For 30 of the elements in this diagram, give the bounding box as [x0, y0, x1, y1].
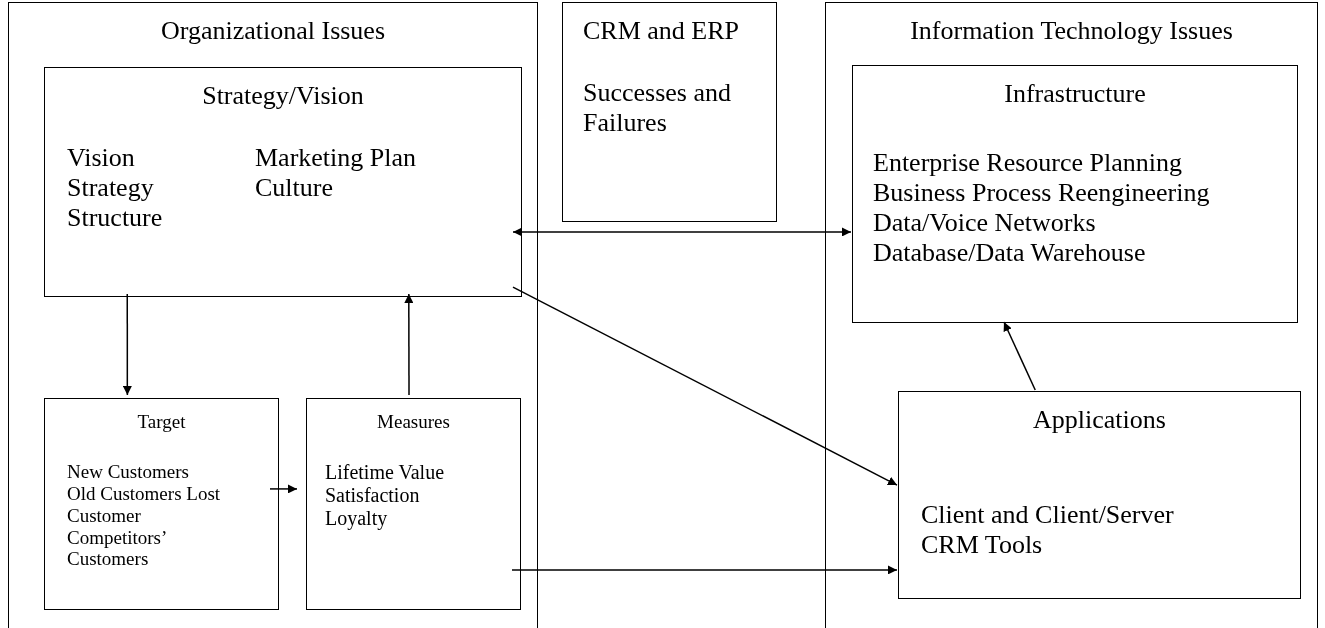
panel-heading: Organizational Issues: [160, 15, 386, 47]
process-box: [852, 65, 1298, 323]
arrow: [1003, 321, 1036, 391]
item-list: Marketing Plan Culture: [255, 143, 455, 203]
panel-frame: [825, 2, 1318, 628]
box-heading: CRM and ERP: [583, 15, 740, 47]
panel-heading: Information Technology Issues: [910, 15, 1233, 47]
item-list: Successes and Failures: [583, 78, 763, 138]
arrow: [404, 293, 414, 396]
arrow: [512, 286, 898, 486]
arrow: [512, 227, 852, 237]
box-heading: Target: [137, 411, 186, 434]
process-box: [898, 391, 1301, 599]
process-box: [306, 398, 521, 610]
process-box: [562, 2, 777, 222]
arrow: [122, 293, 132, 396]
process-box: [44, 398, 279, 610]
arrow: [269, 484, 298, 494]
item-list: New Customers Old Customers Lost Customer Competitors’ Customers: [67, 461, 222, 571]
item-list: Lifetime Value Satisfaction Loyalty: [325, 461, 463, 530]
item-list: Client and Client/Server CRM Tools: [921, 500, 1216, 560]
item-list: Enterprise Resource Planning Business Process Reengineering Data/Voice Networks Database/Data Warehouse: [873, 148, 1223, 268]
box-heading: Measures: [377, 411, 450, 434]
box-heading: Applications: [1033, 404, 1166, 436]
panel-frame: [8, 2, 538, 628]
box-heading: Infrastructure: [1004, 78, 1146, 110]
arrow: [511, 565, 898, 575]
item-list: Vision Strategy Structure: [67, 143, 217, 233]
box-heading: Strategy/Vision: [202, 80, 364, 112]
process-box: [44, 67, 522, 297]
